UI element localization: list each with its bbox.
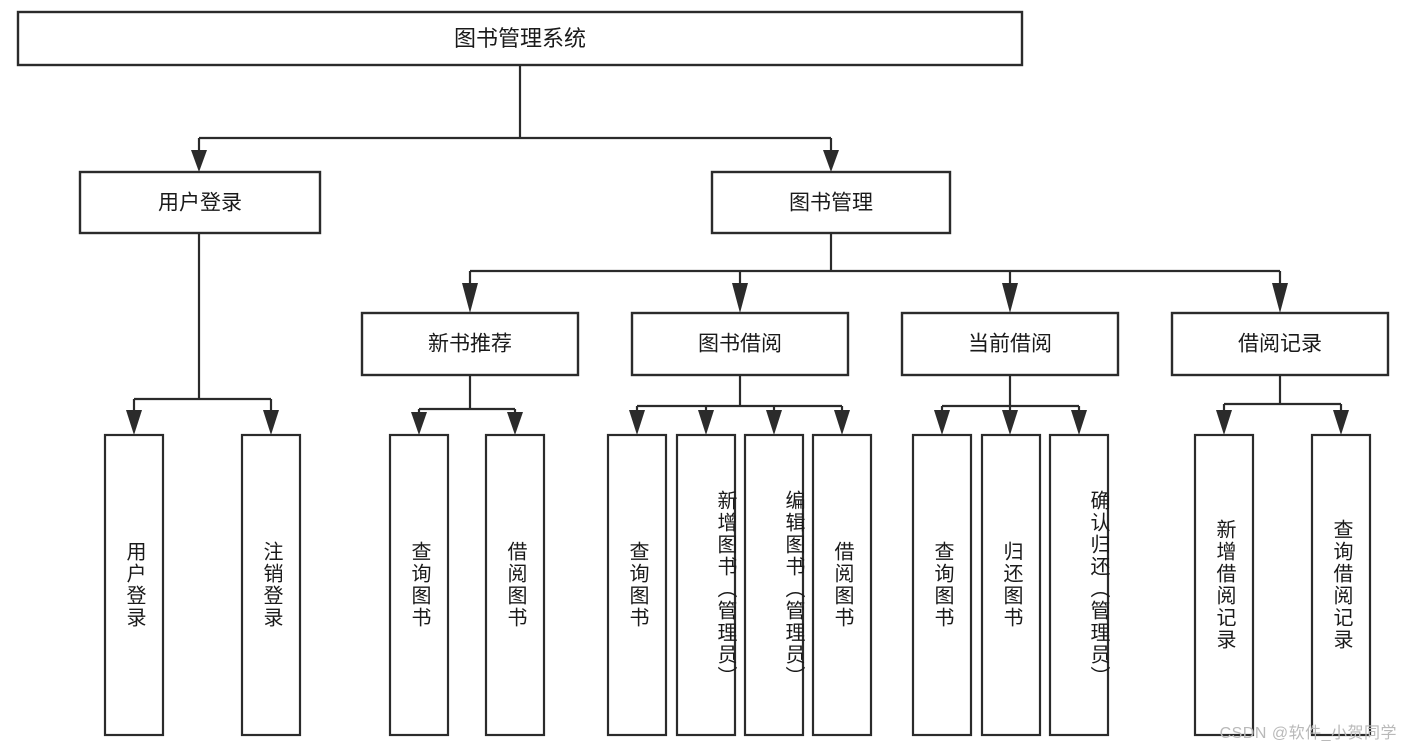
node-borrow-record[interactable]: 借阅记录 bbox=[1170, 311, 1390, 377]
node-current-borrow[interactable]: 当前借阅 bbox=[900, 311, 1120, 377]
arrow-head-leaf-logout bbox=[263, 410, 279, 435]
leaf-box-query-book-current[interactable] bbox=[911, 433, 973, 737]
arrow-head-current-borrow bbox=[1002, 283, 1018, 313]
node-book-management-label: 图书管理 bbox=[789, 192, 873, 215]
node-borrow-record-box[interactable] bbox=[1170, 311, 1390, 377]
watermark: CSDN @软件_小贺同学 bbox=[1219, 725, 1397, 742]
arrow-head-current-leaf-3 bbox=[1071, 410, 1087, 435]
node-book-management-box[interactable] bbox=[710, 170, 952, 235]
node-new-book-recommend-box[interactable] bbox=[360, 311, 580, 377]
arrow-head-leaf-user-login bbox=[126, 410, 142, 435]
node-book-management[interactable]: 图书管理 bbox=[710, 170, 952, 235]
arrow-head-new-book-rec bbox=[462, 283, 478, 313]
node-user-login[interactable]: 用户登录 bbox=[78, 170, 322, 235]
node-root[interactable]: 图书管理系统 bbox=[16, 10, 1024, 67]
leaf-box-user-login[interactable] bbox=[103, 433, 165, 737]
leaf-box-add-borrow-record[interactable] bbox=[1193, 433, 1255, 737]
node-user-login-label: 用户登录 bbox=[158, 192, 242, 215]
leaf-box-query-borrow-record[interactable] bbox=[1310, 433, 1372, 737]
node-borrow-record-label: 借阅记录 bbox=[1238, 333, 1322, 356]
leaf-box-query-book-rec[interactable] bbox=[388, 433, 450, 737]
leaf-box-layer bbox=[103, 433, 1372, 737]
arrow-head-record-leaf-2 bbox=[1333, 410, 1349, 435]
node-current-borrow-box[interactable] bbox=[900, 311, 1120, 377]
arrow-head-newbook-leaf-2 bbox=[507, 412, 523, 435]
node-new-book-recommend[interactable]: 新书推荐 bbox=[360, 311, 580, 377]
leaf-box-logout[interactable] bbox=[240, 433, 302, 737]
leaf-box-query-book-borrow[interactable] bbox=[606, 433, 668, 737]
connector-layer bbox=[126, 65, 1349, 435]
arrow-head-borrow-leaf-4 bbox=[834, 410, 850, 435]
leaf-box-return-book[interactable] bbox=[980, 433, 1042, 737]
node-root-label: 图书管理系统 bbox=[454, 26, 586, 51]
arrow-head-borrow-record bbox=[1272, 283, 1288, 313]
leaf-box-borrow-book-rec[interactable] bbox=[484, 433, 546, 737]
leaf-box-edit-book-admin[interactable] bbox=[743, 433, 805, 737]
arrow-head-borrow-leaf-2 bbox=[698, 410, 714, 435]
arrow-head-borrow-leaf-3 bbox=[766, 410, 782, 435]
node-book-borrow[interactable]: 图书借阅 bbox=[630, 311, 850, 377]
node-new-book-recommend-label: 新书推荐 bbox=[428, 333, 512, 356]
node-book-borrow-box[interactable] bbox=[630, 311, 850, 377]
arrow-head-current-leaf-1 bbox=[934, 410, 950, 435]
leaf-box-add-book-admin[interactable] bbox=[675, 433, 737, 737]
arrow-head-newbook-leaf-1 bbox=[411, 412, 427, 435]
node-current-borrow-label: 当前借阅 bbox=[968, 333, 1052, 356]
arrow-head-user-login bbox=[191, 150, 207, 172]
arrow-head-book-borrow bbox=[732, 283, 748, 313]
node-user-login-box[interactable] bbox=[78, 170, 322, 235]
leaf-box-confirm-return-admin[interactable] bbox=[1048, 433, 1110, 737]
leaf-box-borrow-book[interactable] bbox=[811, 433, 873, 737]
node-root-box[interactable] bbox=[16, 10, 1024, 67]
node-book-borrow-label: 图书借阅 bbox=[698, 333, 782, 356]
arrow-head-book-manage bbox=[823, 150, 839, 172]
arrow-head-record-leaf-1 bbox=[1216, 410, 1232, 435]
arrow-head-current-leaf-2 bbox=[1002, 410, 1018, 435]
arrow-head-borrow-leaf-1 bbox=[629, 410, 645, 435]
